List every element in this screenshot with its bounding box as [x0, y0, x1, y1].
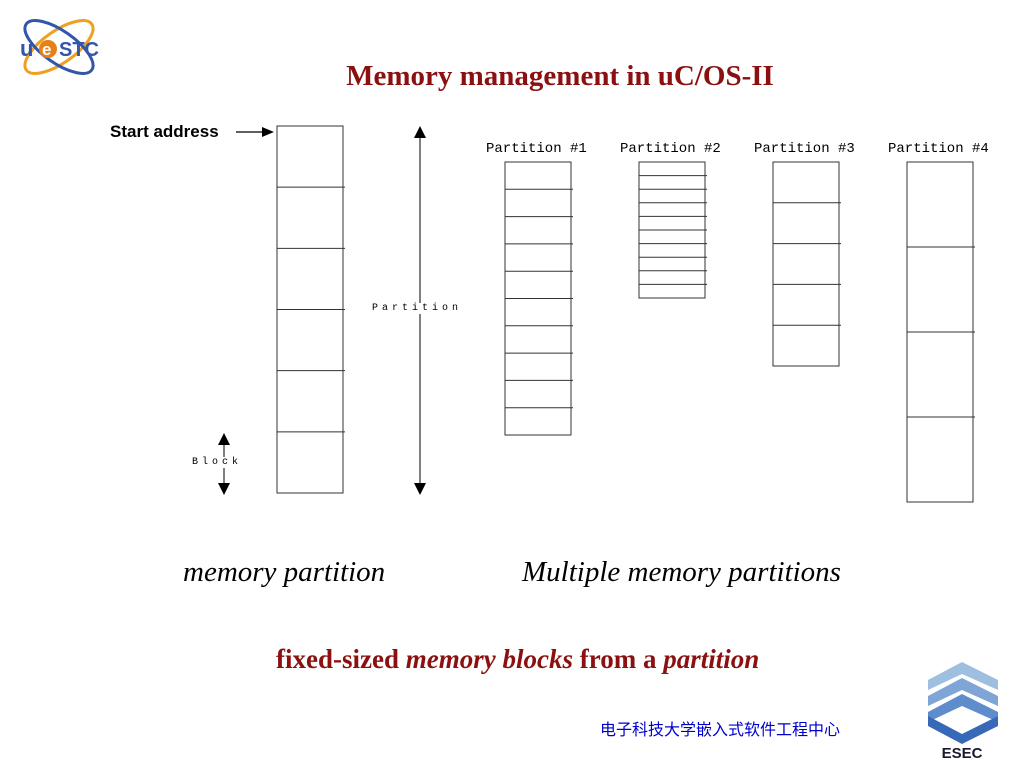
summary-part-1: fixed-sized	[276, 644, 406, 674]
block-arrow-down	[218, 483, 230, 495]
svg-text:u: u	[20, 36, 33, 61]
uestc-logo: u e STC	[14, 14, 104, 80]
partition-1-label: Partition #1	[486, 141, 587, 157]
start-address-label: Start address	[110, 122, 219, 141]
svg-text:e: e	[42, 40, 51, 59]
partition-3-column	[772, 161, 840, 367]
summary-part-3: from a	[572, 644, 664, 674]
caption-memory-partition: memory partition	[183, 556, 386, 588]
partition-4-label: Partition #4	[888, 141, 989, 157]
summary-line: fixed-sized memory blocks from a partiti…	[276, 644, 759, 675]
caption-multiple-partitions: Multiple memory partitions	[522, 556, 841, 588]
svg-text:ESEC: ESEC	[942, 745, 983, 762]
summary-part-4: partition	[663, 644, 760, 674]
summary-part-2: memory blocks	[405, 644, 573, 674]
svg-text:STC: STC	[59, 39, 99, 61]
partition-arrow-up	[414, 126, 426, 138]
partition-2-label: Partition #2	[620, 141, 721, 157]
start-address-arrowhead	[262, 127, 274, 137]
partition-3-label: Partition #3	[754, 141, 855, 157]
block-arrow-up	[218, 433, 230, 445]
block-size-label: Block	[192, 457, 243, 468]
esec-logo-graphic: ESEC	[928, 662, 998, 762]
page-title: Memory management in uC/OS-II	[346, 60, 774, 92]
partition-size-label: Partition	[372, 303, 463, 314]
org-name: 电子科技大学嵌入式软件工程中心	[600, 720, 841, 739]
uestc-logo-graphic: u e STC	[20, 19, 99, 75]
esec-logo: ESEC	[922, 656, 1002, 762]
partition-arrow-down	[414, 483, 426, 495]
